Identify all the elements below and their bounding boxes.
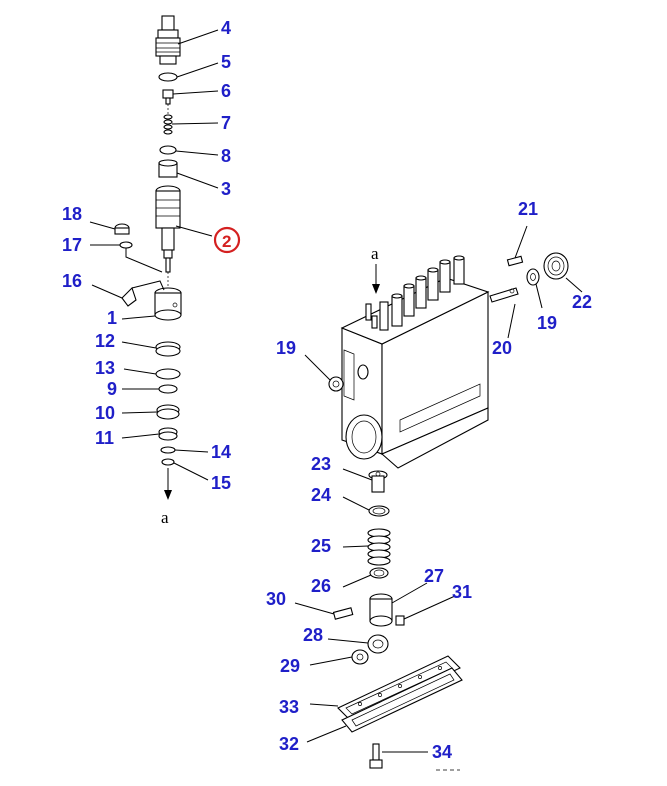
part-32-gasket: [341, 667, 463, 733]
part-21-pin: [506, 255, 524, 267]
callout-32[interactable]: 32: [279, 734, 299, 754]
callout-2[interactable]: 2: [222, 232, 231, 251]
callout-5[interactable]: 5: [221, 52, 231, 72]
callout-4[interactable]: 4: [221, 18, 231, 38]
callout-15[interactable]: 15: [211, 473, 231, 493]
callout-12[interactable]: 12: [95, 331, 115, 351]
callout-19-left[interactable]: 19: [276, 338, 296, 358]
callout-29[interactable]: 29: [280, 656, 300, 676]
part-16-clamp: [121, 286, 137, 307]
callout-16[interactable]: 16: [62, 271, 82, 291]
part-6-stopper: [162, 89, 174, 105]
callout-9[interactable]: 9: [107, 379, 117, 399]
part-13-ring: [155, 368, 181, 380]
part-24-seat: [368, 505, 390, 517]
part-4-holder: [155, 15, 181, 65]
callout-33[interactable]: 33: [279, 697, 299, 717]
callout-18[interactable]: 18: [62, 204, 82, 224]
part-15-washer: [161, 458, 175, 466]
part-3-valve: [158, 159, 178, 178]
callout-22[interactable]: 22: [572, 292, 592, 312]
ref-a-top: a: [371, 244, 379, 263]
part-27-tappet: [369, 593, 393, 627]
callout-24[interactable]: 24: [311, 485, 331, 505]
callout-17[interactable]: 17: [62, 235, 82, 255]
part-5-o-ring: [158, 72, 178, 82]
part-7-spring: [163, 114, 173, 135]
ref-a-bottom: a: [161, 508, 169, 527]
callout-34[interactable]: 34: [432, 742, 452, 762]
ref-arrow-down: [164, 468, 172, 500]
callout-14[interactable]: 14: [211, 442, 231, 462]
part-31-bolt: [395, 615, 405, 626]
callout-1[interactable]: 1: [107, 308, 117, 328]
callout-25[interactable]: 25: [311, 536, 331, 556]
part-29-bushing: [351, 649, 369, 665]
callout-labels: 4 5 6 7 8 3 2 18 17 16 1 12 13 9 10 11 1…: [62, 18, 592, 762]
callout-31[interactable]: 31: [452, 582, 472, 602]
callout-23[interactable]: 23: [311, 454, 331, 474]
part-9-ring: [158, 384, 178, 394]
callout-30[interactable]: 30: [266, 589, 286, 609]
part-14-washer: [160, 446, 176, 454]
part-30-pin: [332, 607, 354, 620]
part-11-tappet: [158, 427, 178, 441]
part-8-gasket: [159, 145, 177, 155]
delivery-holders: [365, 255, 465, 331]
part-22-cap: [543, 252, 569, 280]
part-10-retainer: [156, 404, 180, 420]
leaders-left: [89, 29, 219, 481]
part-20-lever: [489, 287, 519, 303]
part-26-seat: [369, 567, 389, 579]
part-19-washer-left: [328, 376, 344, 392]
callout-2-highlight[interactable]: 2: [213, 226, 241, 254]
callout-26[interactable]: 26: [311, 576, 331, 596]
part-12-seat: [155, 341, 181, 357]
ref-arrow-top: [372, 264, 380, 294]
callout-20[interactable]: 20: [492, 338, 512, 358]
pump-housing: [340, 255, 490, 469]
callout-27[interactable]: 27: [424, 566, 444, 586]
callout-13[interactable]: 13: [95, 358, 115, 378]
callout-6[interactable]: 6: [221, 81, 231, 101]
callout-7[interactable]: 7: [221, 113, 231, 133]
part-17-washer: [119, 241, 133, 249]
part-25-spring: [367, 528, 391, 566]
part-18-nut: [114, 223, 130, 235]
callout-3[interactable]: 3: [221, 179, 231, 199]
part-19-washer-right: [526, 268, 540, 286]
callout-11[interactable]: 11: [95, 428, 114, 448]
callout-19-right[interactable]: 19: [537, 313, 557, 333]
leaders-right: [294, 225, 583, 753]
part-1-sleeve: [154, 287, 182, 321]
callout-8[interactable]: 8: [221, 146, 231, 166]
callout-28[interactable]: 28: [303, 625, 323, 645]
callout-21[interactable]: 21: [518, 199, 538, 219]
callout-10[interactable]: 10: [95, 403, 115, 423]
part-28-roller: [367, 634, 389, 654]
part-34-bolt: [369, 743, 383, 769]
part-2-element: [155, 185, 181, 273]
highlight-circle: [213, 226, 241, 254]
part-23-guide: [368, 470, 388, 493]
